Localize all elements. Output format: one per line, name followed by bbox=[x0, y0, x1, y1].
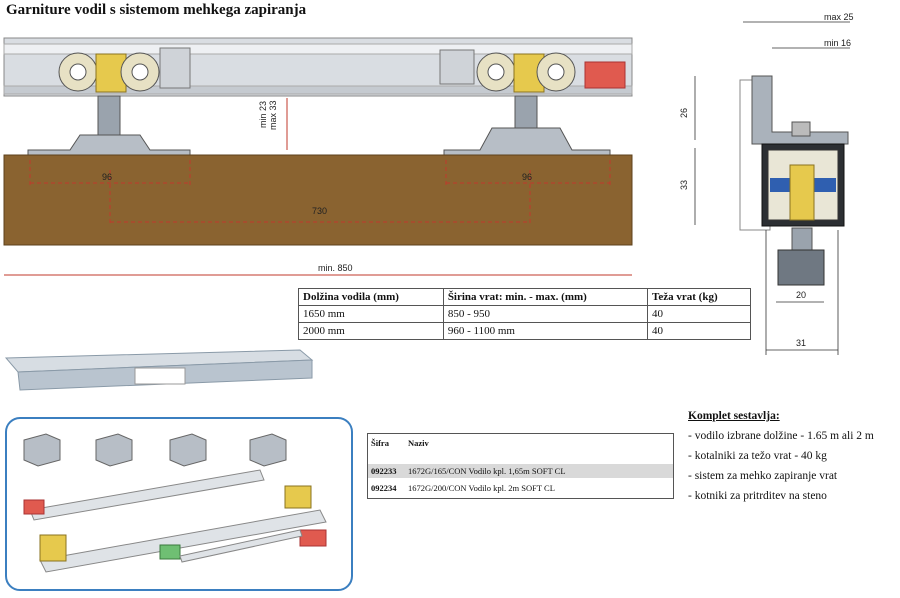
dim-730: 730 bbox=[312, 206, 328, 216]
spec-header-length: Dolžina vodila (mm) bbox=[298, 288, 444, 306]
spec-cell: 40 bbox=[647, 305, 751, 323]
spec-cell: 960 - 1100 mm bbox=[442, 322, 649, 340]
list-item: - kotalniki za težo vrat - 40 kg bbox=[688, 450, 827, 462]
rail-product-image bbox=[4, 349, 314, 391]
name-cell: 1672G/165/CON Vodilo kpl. 1,65m SOFT CL bbox=[408, 466, 566, 476]
dim-min-16: min 16 bbox=[824, 38, 852, 48]
spec-cell: 850 - 950 bbox=[442, 305, 649, 323]
kit-contents: Komplet sestavlja: - vodilo izbrane dolž… bbox=[688, 406, 874, 506]
list-item: - sistem za mehko zapiranje vrat bbox=[688, 470, 838, 482]
table-row: 092234 1672G/200/CON Vodilo kpl. 2m SOFT… bbox=[368, 481, 673, 495]
dim-max-25: max 25 bbox=[824, 12, 854, 22]
dim-96-left: 96 bbox=[102, 172, 113, 182]
dim-26: 26 bbox=[679, 107, 689, 118]
spec-table: Dolžina vodila (mm) Širina vrat: min. - … bbox=[298, 288, 751, 340]
page-title: Garniture vodil s sistemom mehkega zapir… bbox=[6, 2, 307, 18]
dim-20: 20 bbox=[796, 290, 807, 300]
code-header-naziv: Naziv bbox=[408, 438, 429, 448]
code-table: Šifra Naziv 092233 1672G/165/CON Vodilo k… bbox=[367, 433, 674, 499]
spec-header-weight: Teža vrat (kg) bbox=[647, 288, 751, 306]
table-row: 1650 mm 850 - 950 40 bbox=[298, 305, 751, 323]
kit-heading: Komplet sestavlja: bbox=[688, 410, 780, 422]
section-view bbox=[694, 21, 850, 355]
door-panel bbox=[3, 154, 633, 246]
spec-cell: 1650 mm bbox=[298, 305, 444, 323]
spec-cell: 40 bbox=[647, 322, 751, 340]
code-cell: 092234 bbox=[371, 483, 397, 493]
dim-31: 31 bbox=[796, 338, 807, 348]
kit-parts bbox=[23, 433, 327, 573]
name-cell: 1672G/200/CON Vodilo kpl. 2m SOFT CL bbox=[408, 483, 555, 493]
code-header-sifra: Šifra bbox=[371, 438, 389, 448]
dim-33: 33 bbox=[679, 179, 689, 190]
code-table-header: Šifra Naziv bbox=[371, 438, 429, 448]
list-item: - kotniki za pritrditev na steno bbox=[688, 490, 827, 502]
dim-96-right: 96 bbox=[522, 172, 533, 182]
dim-min-850: min. 850 bbox=[318, 263, 353, 273]
list-item: - vodilo izbrane dolžine - 1.65 m ali 2 … bbox=[688, 430, 874, 442]
table-row: 2000 mm 960 - 1100 mm 40 bbox=[298, 322, 751, 340]
dim-min-23: min 23 bbox=[258, 100, 268, 128]
spec-header-width: Širina vrat: min. - max. (mm) bbox=[442, 288, 649, 306]
table-row: 092233 1672G/165/CON Vodilo kpl. 1,65m S… bbox=[368, 464, 673, 478]
dim-max-33: max 33 bbox=[268, 100, 278, 130]
code-cell: 092233 bbox=[371, 466, 397, 476]
spec-cell: 2000 mm bbox=[298, 322, 444, 340]
spec-table-header: Dolžina vodila (mm) Širina vrat: min. - … bbox=[298, 288, 751, 306]
